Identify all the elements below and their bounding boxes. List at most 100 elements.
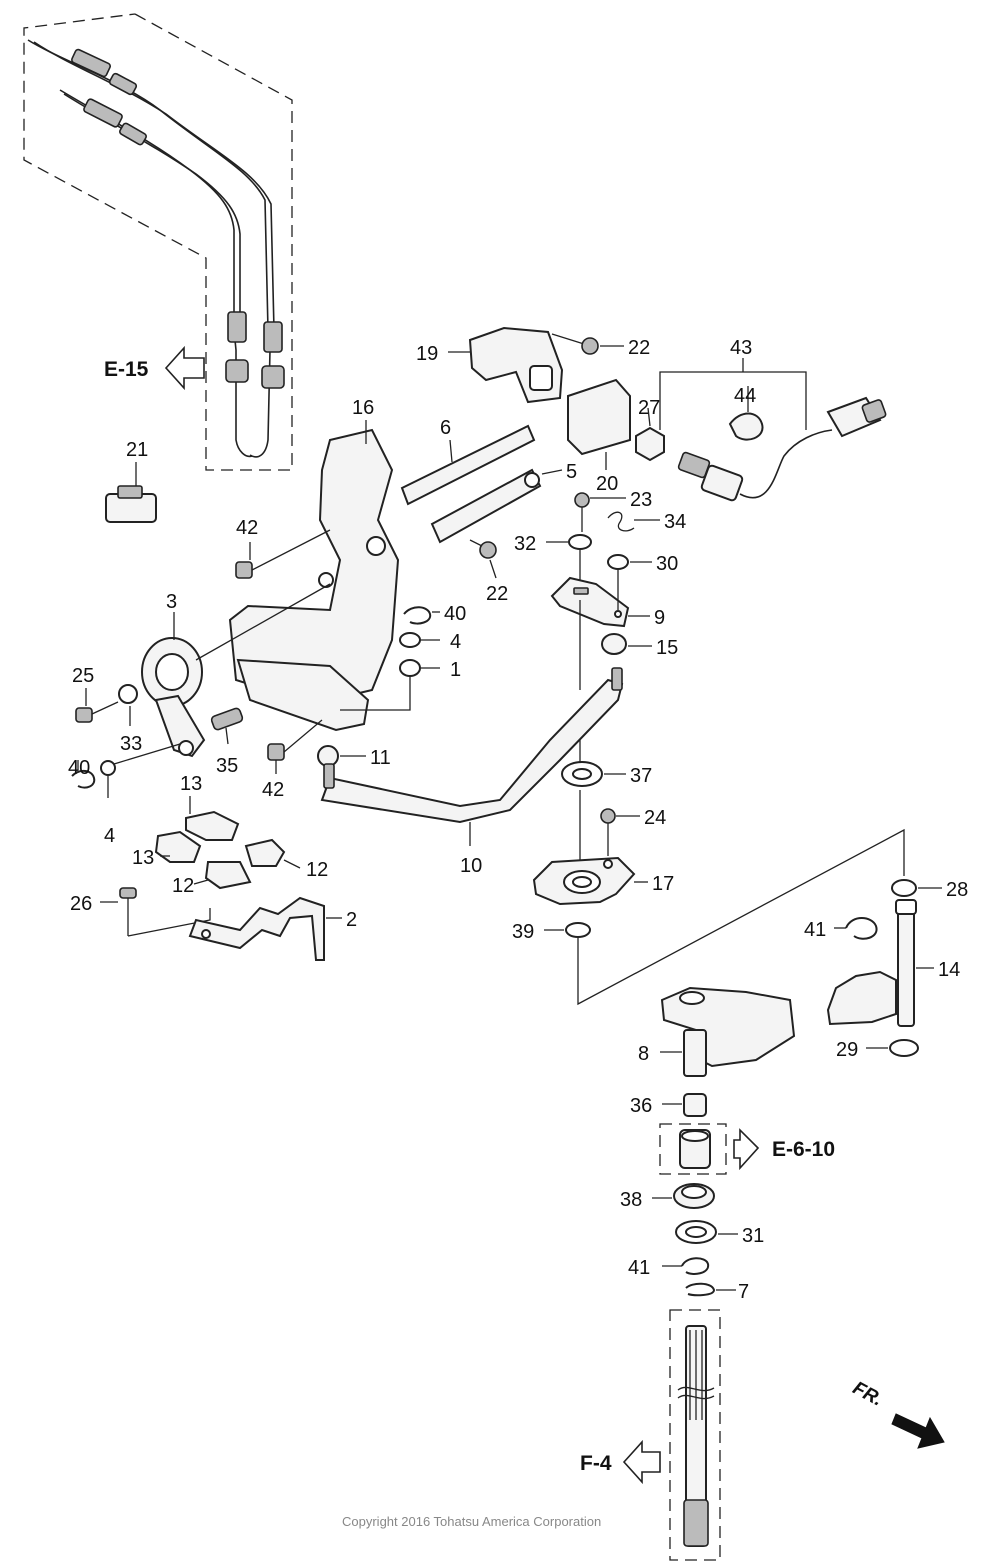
part-24-bolt (600, 808, 640, 856)
callout-39: 39 (512, 921, 534, 943)
copyright-text: Copyright 2016 Tohatsu America Corporati… (342, 1514, 601, 1529)
part-41-eclip-lower (662, 1257, 710, 1275)
callout-25: 25 (72, 665, 94, 687)
part-26-2-bracket (100, 887, 342, 961)
callout-26: 26 (70, 893, 92, 915)
callout-12-left: 12 (172, 875, 194, 897)
part-3-pulley (141, 583, 331, 758)
callout-40-left: 40 (68, 757, 90, 779)
part-31-washer (675, 1220, 738, 1244)
callout-24: 24 (644, 807, 666, 829)
part-22-bolt-upper (551, 333, 624, 355)
callout-20: 20 (596, 473, 618, 495)
ref-e6-10-label: E-6-10 (772, 1138, 835, 1161)
ref-f4-label: F-4 (580, 1452, 612, 1475)
callout-15: 15 (656, 637, 678, 659)
callout-23: 23 (630, 489, 652, 511)
part-23-bolt (574, 492, 626, 532)
arrow-down-right-icon (891, 1413, 945, 1449)
callout-36: 36 (630, 1095, 652, 1117)
callout-43: 43 (730, 337, 752, 359)
callout-34: 34 (664, 511, 686, 533)
callout-32: 32 (514, 533, 536, 555)
callout-4-right: 4 (450, 631, 461, 653)
callout-11: 11 (370, 747, 391, 769)
callout-41-upper: 41 (804, 919, 826, 941)
callout-2: 2 (346, 909, 357, 931)
callout-16: 16 (352, 397, 374, 419)
callout-35: 35 (216, 755, 238, 777)
part-11-bushing (317, 745, 366, 767)
callout-44: 44 (734, 385, 756, 407)
callout-30: 30 (656, 553, 678, 575)
callout-19: 19 (416, 343, 438, 365)
part-19-bracket (448, 326, 564, 404)
cable-group-box (23, 13, 293, 471)
callout-38: 38 (620, 1189, 642, 1211)
callout-37: 37 (630, 765, 652, 787)
shift-rod-box (669, 1309, 721, 1561)
part-40-4-left (71, 743, 181, 798)
part-5-link (430, 468, 563, 544)
callout-33: 33 (120, 733, 142, 755)
part-20-cover (567, 378, 631, 470)
callout-40-right: 40 (444, 603, 466, 625)
callout-10: 10 (460, 855, 482, 877)
remote-cables (27, 39, 285, 458)
part-7-clip (685, 1282, 736, 1297)
part-22-bolt-lower (469, 539, 497, 579)
arrow-right-icon (733, 1128, 760, 1171)
part-39-washer (544, 828, 905, 1006)
part-36-bushing (662, 1093, 707, 1117)
part-40-4-1-right (340, 606, 440, 711)
callout-4-left: 4 (104, 825, 115, 847)
callout-28: 28 (946, 879, 968, 901)
callout-7: 7 (738, 1281, 749, 1303)
callout-42-lower: 42 (262, 779, 284, 801)
front-direction-marker: FR. (849, 1378, 945, 1449)
callout-13-lower: 13 (132, 847, 154, 869)
callout-42-upper: 42 (236, 517, 258, 539)
callout-22-upper: 22 (628, 337, 650, 359)
callout-12-right: 12 (306, 859, 328, 881)
callout-5: 5 (566, 461, 577, 483)
part-35-pin (210, 707, 244, 745)
part-13-12-clips (154, 796, 301, 890)
bearing-box (659, 1123, 727, 1175)
part-21 (105, 462, 157, 523)
ref-e15[interactable]: E-15 (104, 345, 205, 391)
part-43-switch-assembly (635, 358, 887, 502)
part-37-washer (561, 761, 626, 787)
part-8-gear (660, 986, 796, 1077)
ref-e6-10[interactable]: E-6-10 (733, 1128, 835, 1171)
part-17-bracket (532, 856, 648, 906)
callout-29: 29 (836, 1039, 858, 1061)
part-6-plate (400, 424, 536, 506)
part-14-gear-shaft (826, 899, 934, 1027)
part-34-spring (607, 511, 660, 532)
callout-13-upper: 13 (180, 773, 202, 795)
arrow-left-icon (622, 1439, 661, 1485)
part-16-bracket (228, 420, 400, 732)
front-marker-label: FR. (849, 1378, 886, 1411)
callout-3: 3 (166, 591, 177, 613)
part-25-33 (75, 684, 138, 726)
ref-e15-label: E-15 (104, 358, 149, 381)
callout-27: 27 (638, 397, 660, 419)
callout-17: 17 (652, 873, 674, 895)
part-28-washer (891, 879, 942, 897)
part-10-lever (320, 667, 624, 846)
callout-41-lower: 41 (628, 1257, 650, 1279)
arrow-left-icon (164, 345, 205, 391)
callout-21: 21 (126, 439, 148, 461)
callout-14: 14 (938, 959, 960, 981)
part-42-bolt-upper (235, 529, 331, 579)
ref-f4[interactable]: F-4 (580, 1439, 661, 1485)
part-42-bolt-lower (267, 719, 323, 774)
part-38-seal (652, 1183, 715, 1209)
part-29-washer (866, 1039, 919, 1057)
callout-22-lower: 22 (486, 583, 508, 605)
callout-1: 1 (450, 659, 461, 681)
